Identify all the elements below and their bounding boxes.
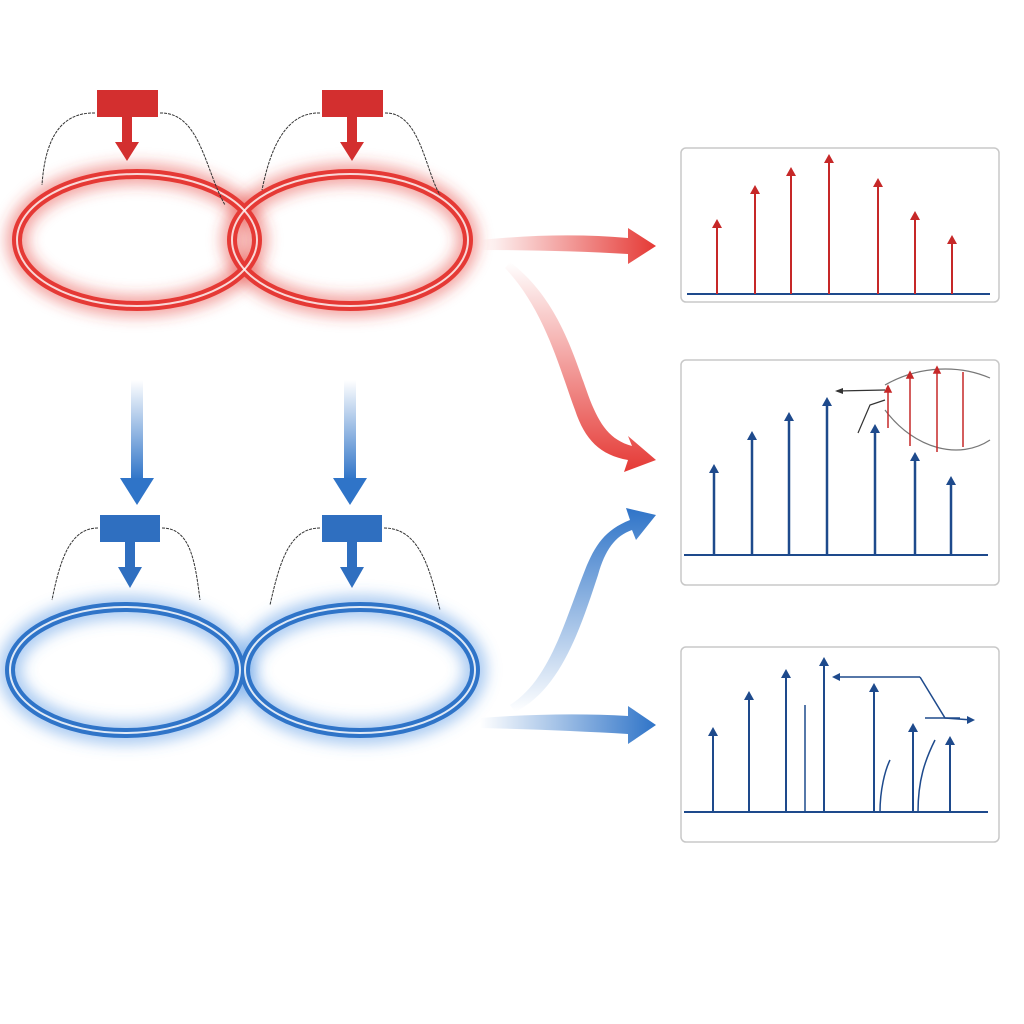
arrow-down-icon bbox=[120, 478, 154, 505]
spectrum-panel-red bbox=[680, 147, 1000, 303]
arrowhead-icon bbox=[824, 154, 834, 163]
arrow-down-icon bbox=[340, 542, 364, 588]
arrowhead-icon bbox=[819, 657, 829, 666]
arrowhead-icon bbox=[708, 727, 718, 736]
red-modulators bbox=[97, 90, 383, 161]
zoom-inset bbox=[835, 365, 991, 452]
blue-modulator-block bbox=[100, 515, 160, 542]
arrowhead-icon bbox=[910, 452, 920, 461]
ring-highlight bbox=[9, 606, 241, 734]
flow-arrows bbox=[480, 228, 656, 744]
arrowhead-icon bbox=[744, 691, 754, 700]
arrow-down-icon bbox=[118, 542, 142, 588]
blue-modulators bbox=[100, 515, 382, 588]
arrowhead-icon bbox=[822, 397, 832, 406]
red-modulator-block bbox=[322, 90, 383, 117]
arrowhead-icon bbox=[870, 424, 880, 433]
arrowhead-icon bbox=[910, 211, 920, 220]
spectrum-panel-blue bbox=[680, 646, 1000, 843]
blue-arrow-straight bbox=[480, 706, 656, 744]
arrow-down-icon bbox=[115, 117, 139, 161]
arrow-down-icon bbox=[333, 478, 367, 505]
arrowhead-icon bbox=[945, 736, 955, 745]
arrowhead-icon bbox=[873, 178, 883, 187]
ring-highlight bbox=[231, 173, 469, 307]
arrowhead-icon bbox=[947, 235, 957, 244]
arrowhead-icon bbox=[946, 476, 956, 485]
arrowhead-icon bbox=[784, 412, 794, 421]
ring-highlight bbox=[244, 606, 476, 734]
wires bbox=[41, 112, 441, 611]
ring-highlight bbox=[16, 173, 258, 307]
spectrum-panel-combined bbox=[680, 359, 1000, 586]
arrowhead-icon bbox=[781, 669, 791, 678]
red-modulator-block bbox=[97, 90, 158, 117]
red-arrow-straight bbox=[480, 228, 656, 264]
arrowhead-icon bbox=[709, 464, 719, 473]
arrowhead-icon bbox=[712, 219, 722, 228]
arrow-down-icon bbox=[340, 117, 364, 161]
blue-modulator-block bbox=[322, 515, 382, 542]
red-arrow-curved bbox=[505, 262, 656, 472]
arrowhead-icon bbox=[750, 185, 760, 194]
blue-arrow-curved bbox=[510, 508, 656, 712]
arrowhead-icon bbox=[786, 167, 796, 176]
arrowhead-icon bbox=[869, 683, 879, 692]
red-ring-pair bbox=[6, 163, 479, 317]
arrowhead-icon bbox=[747, 431, 757, 440]
blue-down-arrows bbox=[120, 380, 367, 505]
arrowhead-icon bbox=[908, 723, 918, 732]
offset-arrows bbox=[804, 676, 973, 813]
blue-ring-pair bbox=[0, 595, 487, 745]
